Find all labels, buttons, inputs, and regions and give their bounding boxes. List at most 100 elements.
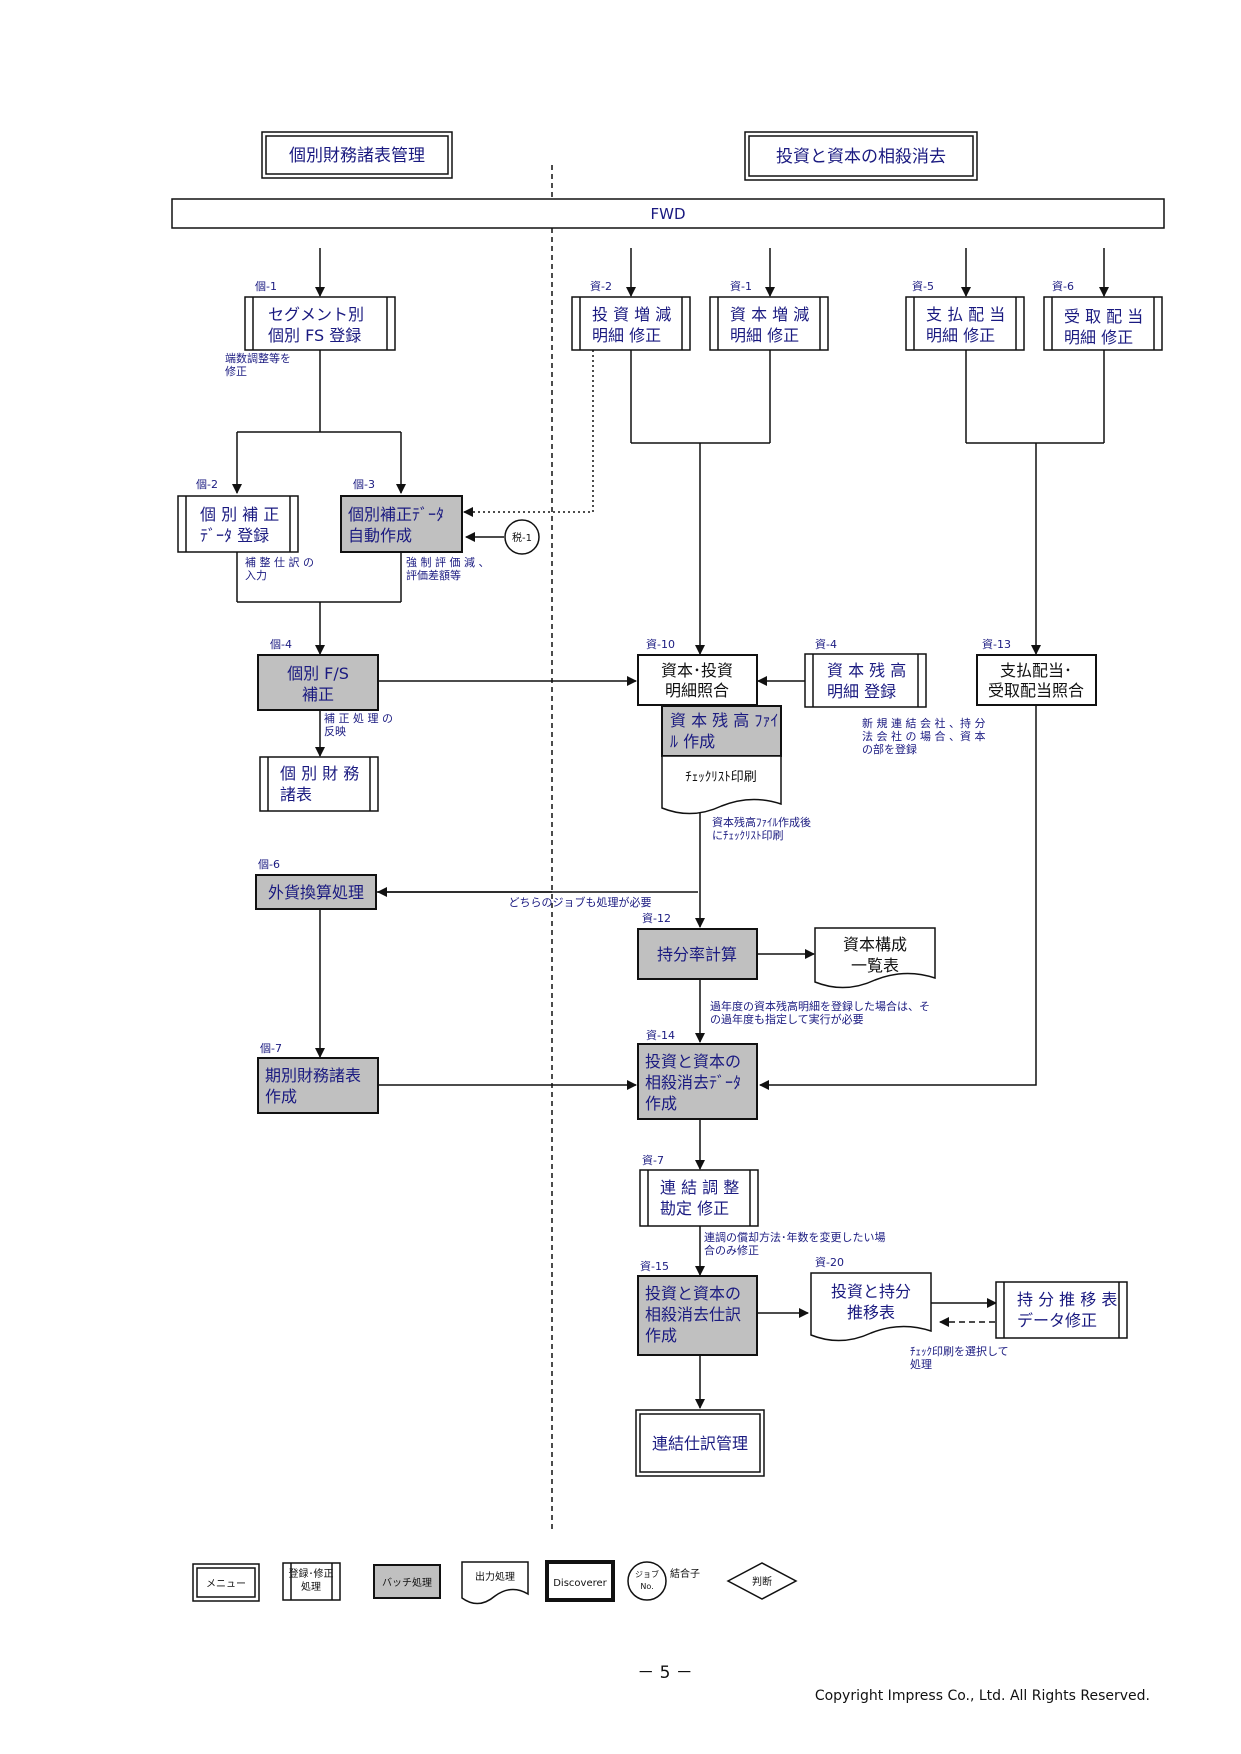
label: 連 結 調 整 [660, 1178, 739, 1197]
menu-individual-fs[interactable] [261, 131, 453, 179]
label: セグメント別 [268, 305, 364, 324]
label: 資本･投資 [661, 661, 733, 680]
k4-fs-correction[interactable] [257, 654, 379, 711]
k6-currency-conversion[interactable] [255, 874, 377, 910]
fwd-label: FWD [650, 205, 685, 223]
label: 資 本 残 高 [827, 661, 906, 680]
label: 投資と資本の [645, 1284, 741, 1303]
legend-decision-label: 判断 [752, 1575, 772, 1588]
k-individual-fs-report[interactable] [259, 756, 379, 812]
label: 端数調整等を [225, 351, 291, 365]
legend-menu-label: メニュー [206, 1579, 246, 1590]
legend-menu[interactable] [192, 1563, 260, 1602]
k1-id: 個-1 [255, 280, 277, 293]
legend-batch[interactable] [373, 1564, 441, 1599]
label: 一覧表 [851, 956, 899, 975]
label: 相殺消去仕訳 [645, 1305, 741, 1324]
legend-discoverer-label: Discoverer [553, 1578, 607, 1589]
k4-id: 個-4 [270, 638, 292, 651]
s7-consolidation-adjustment[interactable] [639, 1169, 759, 1227]
label: 個別補正ﾃﾞｰﾀ [348, 505, 444, 524]
k3-auto-correction[interactable] [340, 495, 463, 553]
label: 修正 [225, 364, 247, 378]
label: 強 制 評 価 減 、 [406, 555, 489, 569]
s13-id: 資-13 [982, 638, 1011, 651]
k2-correction-data-register[interactable] [177, 495, 299, 553]
menu-title-right: 投資と資本の相殺消去 [776, 147, 946, 167]
legend-output[interactable] [461, 1561, 529, 1605]
k7-periodic-fs[interactable] [257, 1057, 379, 1114]
s4-id: 資-4 [815, 638, 837, 651]
s15-elimination-journal[interactable] [637, 1275, 758, 1356]
label: 登録･修正 [289, 1567, 334, 1580]
label: 個 別 財 務 [280, 764, 359, 783]
mod-equity-table-data[interactable] [995, 1281, 1128, 1339]
label: 推移表 [847, 1303, 895, 1322]
label: ﾙ 作成 [670, 732, 715, 751]
connector-tax-1[interactable] [504, 519, 540, 555]
label: 受取配当照合 [988, 681, 1084, 700]
k1-segment-fs-register[interactable] [244, 296, 396, 351]
label: 資本残高ﾌｧｲﾙ作成後 [712, 815, 811, 829]
label: 明細 登録 [827, 682, 896, 701]
dotted-link-s2 [463, 350, 594, 517]
tax-1-label: 税-1 [512, 531, 532, 544]
label: 勘定 修正 [660, 1199, 729, 1218]
k2-id: 個-2 [196, 478, 218, 491]
label: データ修正 [1017, 1311, 1097, 1330]
s6-dividend-received[interactable] [1043, 296, 1163, 351]
label: ﾁｪｯｸ印刷を選択して [910, 1344, 1009, 1358]
label: ﾁｪｯｸﾘｽﾄ印刷 [685, 770, 757, 785]
legend-register[interactable] [282, 1562, 341, 1601]
label: 過年度の資本残高明細を登録した場合は、そ [710, 999, 930, 1013]
s14-id: 資-14 [646, 1029, 675, 1042]
label: 評価差額等 [406, 568, 461, 582]
label: 法 会 社 の 場 合 、資 本 [862, 729, 985, 743]
k7-id: 個-7 [260, 1042, 282, 1055]
label: 資本構成 [843, 935, 907, 954]
k3-id: 個-3 [353, 478, 375, 491]
legend-batch-label: バッチ処理 [382, 1576, 432, 1589]
menu-investment-capital[interactable] [744, 131, 978, 181]
s2-id: 資-2 [590, 280, 612, 293]
label: 合のみ修正 [704, 1243, 759, 1257]
s13-dividend-check[interactable] [976, 654, 1097, 706]
s10-id: 資-10 [646, 638, 675, 651]
label: 連調の償却方法･年数を変更したい場 [704, 1230, 886, 1244]
s20-equity-transition-report[interactable] [810, 1272, 932, 1342]
legend-discoverer[interactable] [545, 1560, 615, 1602]
label: 期別財務諸表 [265, 1066, 361, 1085]
s12-ownership-calc[interactable] [637, 928, 758, 980]
label: 補 正 処 理 の [324, 712, 393, 725]
copyright: Copyright Impress Co., Ltd. All Rights R… [815, 1688, 1150, 1704]
label: 明細 修正 [730, 326, 799, 345]
label: 新 規 連 結 会 社 、持 分 [862, 716, 985, 730]
label: 処理 [301, 1580, 321, 1593]
label: 資 本 増 減 [730, 305, 809, 324]
s15-id: 資-15 [640, 1260, 669, 1273]
s2-investment-change[interactable] [571, 296, 691, 351]
label: 個別 F/S [287, 664, 349, 683]
s10c-checklist-print[interactable] [661, 755, 782, 815]
fwd-bar[interactable] [171, 198, 1165, 229]
s7-id: 資-7 [642, 1154, 664, 1167]
note-both-jobs: どちらのジョブも処理が必要 [509, 895, 652, 909]
label: ジョブ [635, 1569, 659, 1579]
menu-title-left: 個別財務諸表管理 [289, 146, 425, 166]
s4-capital-balance-register[interactable] [804, 653, 927, 708]
label: 投 資 増 減 [592, 305, 671, 324]
s5-id: 資-5 [912, 280, 934, 293]
legend-decision [726, 1562, 798, 1600]
s5-dividend-paid[interactable] [905, 296, 1025, 351]
label: No. [640, 1582, 653, 1591]
label: 個別 FS 登録 [268, 326, 361, 345]
s6-id: 資-6 [1052, 280, 1074, 293]
s14-elimination-data[interactable] [637, 1043, 758, 1120]
out-capital-structure-list[interactable] [814, 927, 936, 989]
label: 明細照合 [665, 681, 729, 700]
s1-capital-change[interactable] [709, 296, 829, 351]
menu-consolidation-journal[interactable] [635, 1409, 765, 1477]
label: ﾃﾞｰﾀ 登録 [200, 526, 269, 545]
s12-id: 資-12 [642, 912, 671, 925]
